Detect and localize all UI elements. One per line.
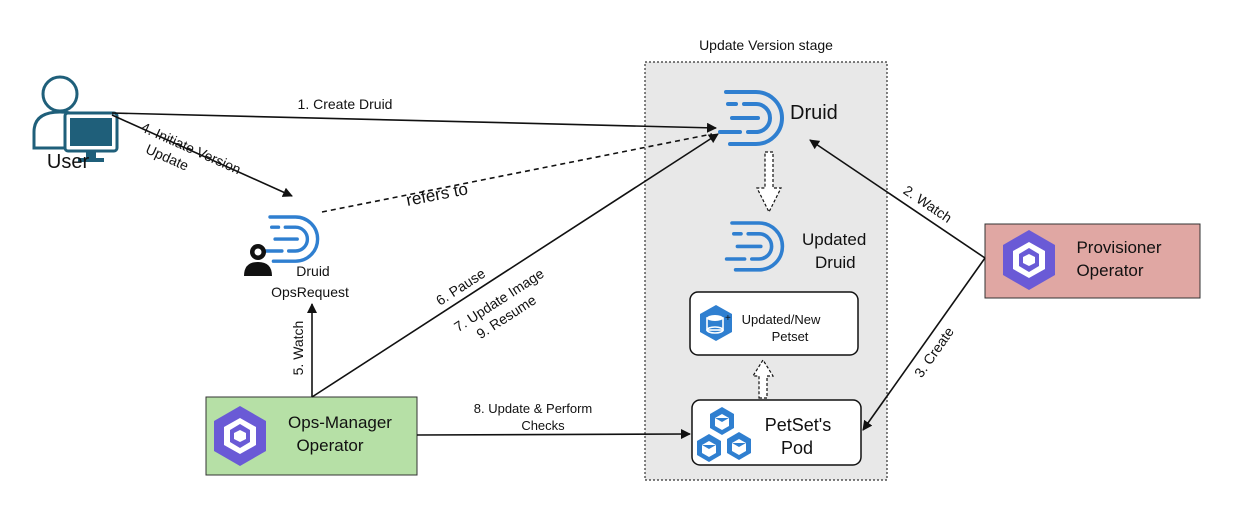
ops-manager-line2: Operator [296, 436, 363, 455]
edge-ops-update-druid [311, 133, 719, 398]
user-label: User [47, 151, 90, 173]
edge-label-update-perform-line2: Checks [521, 418, 565, 433]
transition-arrow-up [751, 358, 775, 399]
edge-label-refers-to: refers to [405, 179, 470, 210]
petset-icon: + [700, 305, 732, 341]
updated-druid-line2: Druid [815, 253, 856, 272]
ops-request-line2: OpsRequest [271, 284, 349, 300]
updated-druid-line1: Updated [802, 230, 866, 249]
edge-label-create-druid: 1. Create Druid [298, 96, 393, 112]
petset-line1: Updated/New [742, 312, 821, 327]
edge-refers-to [321, 133, 713, 213]
user-icon [32, 75, 119, 162]
person-icon [244, 244, 272, 276]
petset-box [689, 291, 859, 356]
edge-provisioner-create [862, 257, 986, 431]
edge-label-initiate-group: 4. Initiate Version Update [139, 119, 244, 177]
pod-line1: PetSet's [765, 415, 831, 435]
edge-label-ops-watch: 5. Watch [290, 321, 306, 376]
ops-request-druid-icon [263, 215, 320, 263]
edge-label-update-perform-line1: 8. Update & Perform [474, 401, 593, 416]
edge-provisioner-watch [809, 139, 986, 259]
provisioner-line1: Provisioner [1076, 238, 1161, 257]
provisioner-line2: Operator [1076, 261, 1143, 280]
svg-text:+: + [725, 313, 731, 324]
pod-line2: Pod [781, 438, 813, 458]
edge-update-perform [416, 429, 691, 440]
ops-request-line1: Druid [296, 263, 329, 279]
edge-create-druid [111, 112, 717, 133]
stage-title: Update Version stage [699, 37, 833, 53]
ops-manager-line1: Ops-Manager [288, 413, 392, 432]
edge-label-ops-group: 6. Pause 7. Update Image 9. Resume [433, 265, 547, 342]
druid-label: Druid [790, 102, 838, 124]
edge-initiate-update [111, 114, 293, 197]
petset-line2: Petset [772, 329, 809, 344]
transition-arrow-down [756, 151, 782, 214]
